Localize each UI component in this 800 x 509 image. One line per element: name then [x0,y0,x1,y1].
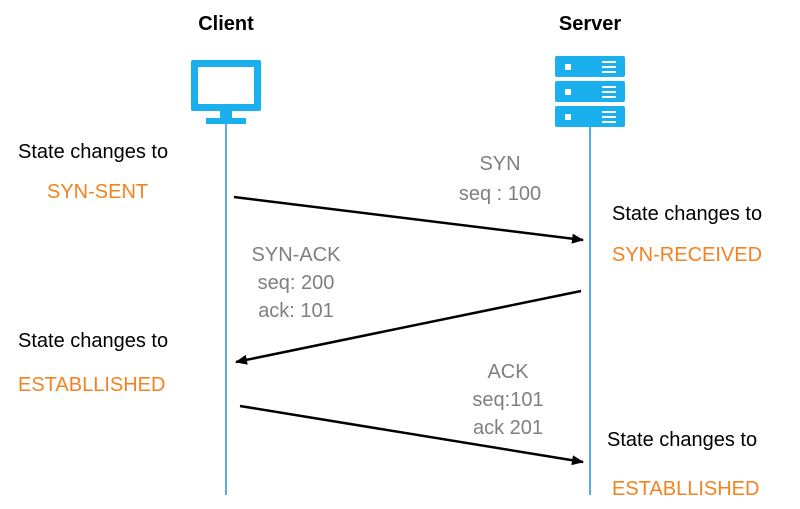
client-title: Client [198,13,254,35]
syn-arrow [233,195,584,244]
client-state-1-prefix: State changes to [18,141,168,163]
server-title: Server [559,13,621,35]
monitor-icon [191,60,261,124]
ack-seq: seq:101 [472,389,543,411]
server-state-2-value: ESTABLLISHED [612,478,759,500]
server-icon [555,56,625,127]
syn-seq: seq : 100 [459,183,541,205]
syn-label: SYN [479,153,520,175]
ack-ack: ack 201 [473,417,543,439]
syn-ack-ack: ack: 101 [258,300,334,322]
client-state-2-prefix: State changes to [18,330,168,352]
syn-ack-label: SYN-ACK [252,244,342,266]
syn-ack-arrow [235,289,582,365]
ack-arrow [239,404,584,466]
syn-ack-seq: seq: 200 [258,272,335,294]
client-state-2-value: ESTABLLISHED [18,374,165,396]
server-state-2-prefix: State changes to [607,429,757,451]
client-state-1-value: SYN-SENT [47,181,148,203]
server-state-1-value: SYN-RECEIVED [612,244,762,266]
ack-label: ACK [487,361,529,383]
server-state-1-prefix: State changes to [612,203,762,225]
